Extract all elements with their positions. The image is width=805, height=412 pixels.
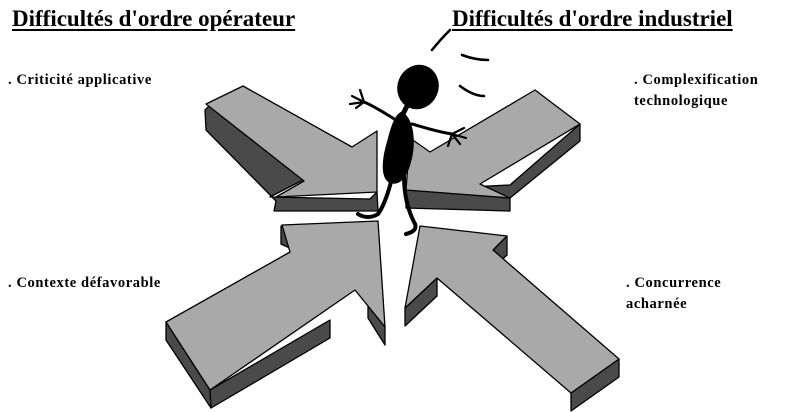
arrow-top-right-face: [405, 89, 581, 199]
note-concurrence-line-1: . Concurrence: [626, 275, 722, 291]
right-hand: [446, 126, 468, 148]
head: [397, 64, 439, 110]
note-complexification: . Complexification technologique: [634, 70, 758, 112]
arrow-bottom-right: [404, 225, 620, 412]
motion-mark-3: [458, 84, 486, 98]
note-criticite-line: . Criticité applicative: [8, 72, 152, 88]
left-leg: [356, 176, 394, 219]
arrow-top-left: [204, 85, 379, 212]
arrow-bottom-right-face: [404, 225, 620, 394]
note-complexification-line-2: technologique: [634, 93, 728, 109]
note-criticite: . Criticité applicative: [8, 70, 152, 91]
heading-operator: Difficultés d'ordre opérateur: [12, 6, 296, 31]
right-arm: [410, 122, 454, 136]
note-concurrence: . Concurrence acharnée: [626, 273, 721, 315]
motion-mark-2: [460, 53, 490, 62]
note-contexte: . Contexte défavorable: [8, 273, 161, 294]
note-contexte-line: . Contexte défavorable: [8, 275, 161, 291]
stick-figure-icon: [348, 28, 490, 236]
motion-mark-1: [430, 28, 452, 52]
arrow-bottom-left-face: [165, 220, 386, 391]
left-hand: [348, 88, 366, 110]
heading-industrial: Difficultés d'ordre industriel: [452, 6, 733, 31]
arrow-bottom-left: [165, 220, 386, 409]
arrow-bottom-left-side-2: [209, 319, 331, 409]
right-leg: [402, 174, 418, 236]
note-concurrence-line-2: acharnée: [626, 296, 688, 312]
arrow-top-left-face: [205, 85, 378, 198]
arrow-top-right: [405, 89, 581, 212]
note-complexification-line-1: . Complexification: [634, 72, 759, 88]
left-arm: [362, 100, 398, 122]
